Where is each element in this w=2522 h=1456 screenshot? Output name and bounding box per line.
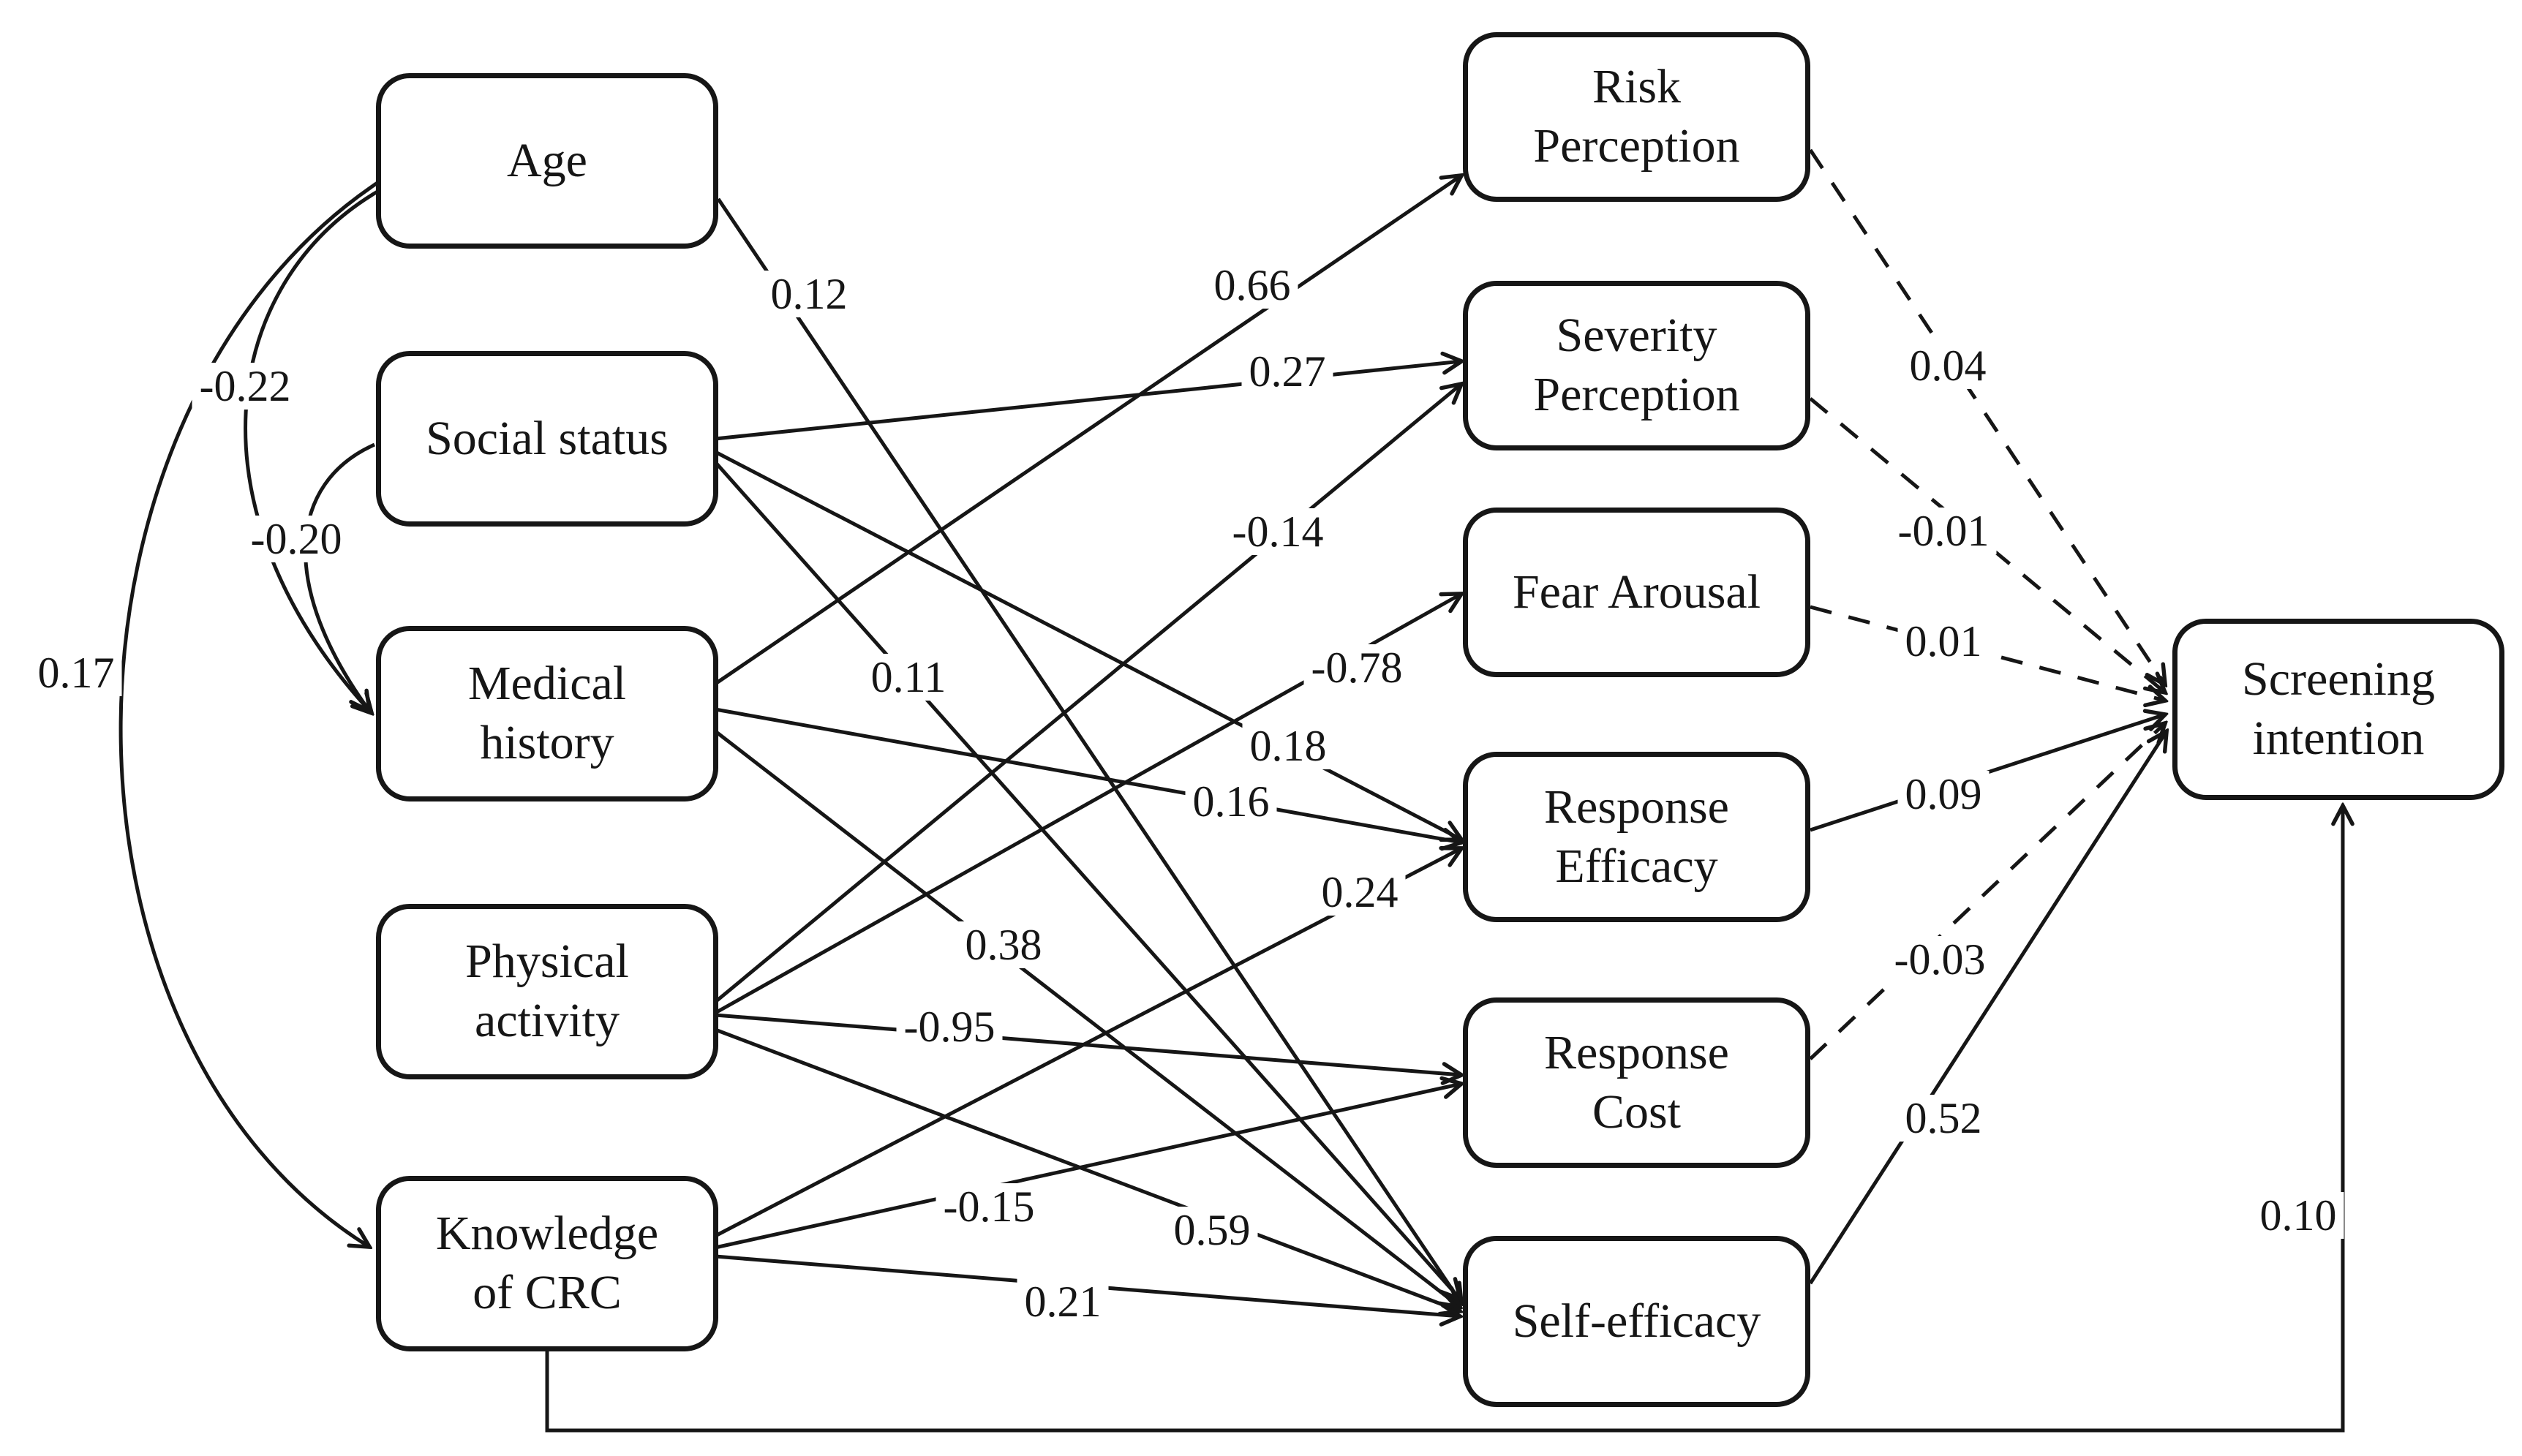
node-medical-history: Medical history	[376, 626, 718, 801]
path-knowledge-of-crc-response-cost	[715, 1084, 1461, 1250]
node-self-efficacy: Self-efficacy	[1463, 1236, 1810, 1407]
coef-medical-history-self-efficacy: 0.38	[957, 921, 1050, 968]
path-self-efficacy-screening-intention	[1808, 731, 2167, 1285]
coef-medical-history-response-efficacy: 0.16	[1185, 778, 1277, 825]
path-physical-activity-self-efficacy	[715, 1027, 1460, 1311]
coef-knowledge-of-crc-self-efficacy: 0.21	[1017, 1278, 1109, 1325]
path-social-status-self-efficacy	[714, 461, 1460, 1299]
coef-direct-knowledge-screening: 0.10	[2252, 1192, 2344, 1239]
coef-social-status-self-efficacy: 0.11	[863, 654, 954, 701]
predictor-mediator-paths	[714, 176, 1461, 1316]
coef-social-status-response-efficacy: 0.18	[1242, 723, 1334, 769]
path-medical-history-response-efficacy	[715, 707, 1461, 842]
coef-social-status-severity-perception: 0.27	[1241, 348, 1333, 395]
node-risk-perception: Risk Perception	[1463, 32, 1810, 202]
node-response-efficacy: Response Efficacy	[1463, 752, 1810, 922]
coef-knowledge-of-crc-response-efficacy: 0.24	[1314, 869, 1406, 916]
path-response-cost-screening-intention	[1809, 723, 2165, 1060]
coef-physical-activity-response-cost: -0.95	[896, 1003, 1003, 1050]
coef-physical-activity-fear-arousal: -0.78	[1303, 644, 1410, 691]
node-response-cost: Response Cost	[1463, 997, 1810, 1168]
arc-age-knowledge-of-crc	[118, 181, 379, 1247]
node-knowledge-of-crc: Knowledge of CRC	[376, 1176, 718, 1351]
path-age-self-efficacy	[716, 197, 1461, 1303]
path-knowledge-of-crc-screening-intention-direct	[545, 806, 2343, 1433]
node-social-status: Social status	[376, 351, 718, 527]
arc-age-medical-history	[244, 189, 379, 713]
coef-age-self-efficacy: 0.12	[763, 271, 855, 317]
node-age: Age	[376, 73, 718, 249]
coef-response-efficacy-screening: 0.09	[1897, 771, 1990, 818]
path-social-status-severity-perception	[715, 361, 1461, 441]
coef-self-efficacy-screening: 0.52	[1897, 1095, 1990, 1142]
coef-fear-arousal-screening: 0.01	[1897, 618, 1990, 665]
path-medical-history-self-efficacy	[714, 730, 1460, 1307]
coef-corr-age-medical-history: -0.22	[192, 363, 298, 410]
path-physical-activity-severity-perception	[714, 384, 1461, 1003]
coef-response-cost-screening: -0.03	[1886, 936, 1993, 983]
node-physical-activity: Physical activity	[376, 904, 718, 1079]
coef-medical-history-risk-perception: 0.66	[1206, 262, 1298, 309]
path-social-status-response-efficacy	[714, 450, 1461, 840]
direct-path	[545, 806, 2343, 1433]
coef-corr-age-knowledge-of-crc: 0.17	[30, 649, 122, 696]
path-medical-history-risk-perception	[714, 176, 1461, 686]
arc-social-status-medical-history	[304, 442, 376, 711]
path-risk-perception-screening-intention	[1808, 148, 2165, 684]
coef-physical-activity-severity-perception: -0.14	[1224, 508, 1331, 555]
correlation-arcs	[118, 181, 379, 1247]
coef-corr-social-status-medical-history: -0.20	[243, 516, 350, 562]
coef-knowledge-of-crc-response-cost: -0.15	[936, 1183, 1042, 1230]
node-fear-arousal: Fear Arousal	[1463, 508, 1810, 677]
path-fear-arousal-screening-intention	[1810, 605, 2165, 701]
node-severity-perception: Severity Perception	[1463, 281, 1810, 450]
coef-risk-perception-screening: 0.04	[1902, 342, 1994, 389]
path-physical-activity-response-cost	[715, 1013, 1461, 1075]
node-screening-intention: Screening intention	[2172, 619, 2504, 800]
coef-physical-activity-self-efficacy: 0.59	[1166, 1207, 1258, 1253]
coef-severity-perception-screening: -0.01	[1890, 508, 1997, 554]
